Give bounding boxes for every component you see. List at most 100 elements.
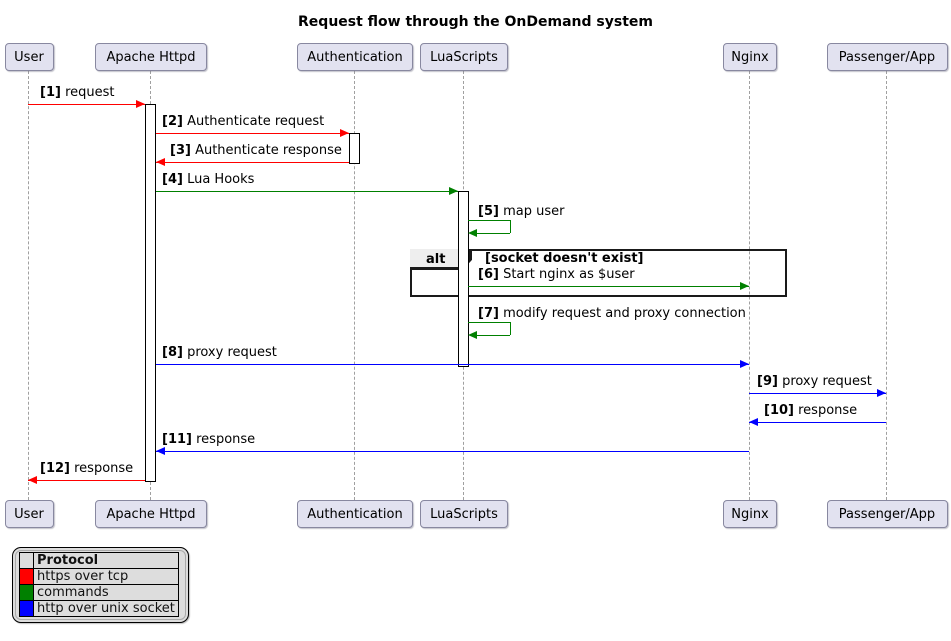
message-label: [12] response [40,461,133,476]
participant-passenger-app-bottom: Passenger/App [826,500,948,528]
message-line [156,133,349,134]
message-text: Authenticate response [190,143,342,158]
alt-fragment-box: alt[socket doesn't exist] [410,249,787,297]
alt-guard-label: [socket doesn't exist] [485,251,644,266]
message-line [156,162,349,163]
participant-authentication-bottom: Authentication [297,500,413,528]
participant-nginx-bottom: Nginx [723,500,777,528]
message-text: Authenticate request [182,114,325,129]
message-label: [4] Lua Hooks [162,172,254,187]
arrowhead [740,282,749,290]
message-number: [12] [40,461,70,476]
message-label: [7] modify request and proxy connection [478,306,746,321]
lifeline-user [28,71,29,500]
participant-nginx-top: Nginx [723,43,777,71]
message-label: [9] proxy request [757,374,872,389]
message-number: [3] [170,143,191,158]
message-label: [2] Authenticate request [162,114,324,129]
lua-activation [458,191,469,367]
arrowhead [136,100,145,108]
participant-luascripts-bottom: LuaScripts [420,500,508,528]
legend-header-label: Protocol [33,552,179,569]
legend-row-label: https over tcp [33,568,179,585]
legend-header-swatch-cell [19,552,34,569]
legend-header-row: Protocol [19,552,179,569]
message-text: proxy request [777,374,872,389]
self-message-bottom-line [476,335,510,336]
arrowhead [877,389,886,397]
arrowhead [156,447,165,455]
self-message-top-line [468,322,510,323]
participant-user-bottom: User [4,500,54,528]
message-text: modify request and proxy connection [498,306,746,321]
message-text: response [793,403,858,418]
arrowhead [449,187,458,195]
message-text: proxy request [182,345,277,360]
arrowhead [156,158,165,166]
participant-passenger-app-top: Passenger/App [826,43,948,71]
participant-user-top: User [4,43,54,71]
legend-color-swatch [19,568,34,585]
message-number: [7] [478,306,499,321]
alt-tab [410,249,469,267]
message-number: [4] [162,172,183,187]
message-line [28,104,145,105]
message-number: [1] [40,85,61,100]
message-label: [1] request [40,85,115,100]
arrowhead [28,476,37,484]
message-line [749,393,886,394]
participant-apache-httpd-bottom: Apache Httpd [95,500,207,528]
message-line [468,286,749,287]
legend-row: commands [19,584,179,601]
message-text: response [191,432,256,447]
message-line [156,451,749,452]
message-line [156,364,749,365]
arrowhead [749,418,758,426]
message-number: [10] [764,403,794,418]
message-line [749,422,886,423]
self-message-bottom-line [476,233,510,234]
message-number: [6] [478,267,499,282]
message-text: Start nginx as $user [498,267,635,282]
self-message-side-line [510,220,511,233]
participant-luascripts-top: LuaScripts [420,43,508,71]
self-message-side-line [510,322,511,335]
message-label: [5] map user [478,204,564,219]
diagram-title: Request flow through the OnDemand system [298,14,653,30]
participant-apache-httpd-top: Apache Httpd [95,43,207,71]
lifeline-authentication [354,71,355,500]
message-label: [11] response [162,432,255,447]
apache-activation [145,104,156,482]
legend-row-label: commands [33,584,179,601]
arrowhead [468,229,477,237]
legend-row: https over tcp [19,568,179,585]
message-label: [8] proxy request [162,345,277,360]
legend-color-swatch [19,600,34,617]
message-line [28,480,145,481]
message-text: response [69,461,134,476]
arrowhead [740,360,749,368]
message-label: [3] Authenticate response [170,143,342,158]
message-label: [6] Start nginx as $user [478,267,635,282]
message-number: [8] [162,345,183,360]
message-label: [10] response [764,403,857,418]
auth-activation [349,133,360,164]
message-number: [2] [162,114,183,129]
message-text: map user [498,204,565,219]
legend-row: http over unix socket [19,600,179,617]
legend-color-swatch [19,584,34,601]
participant-authentication-top: Authentication [297,43,413,71]
message-number: [5] [478,204,499,219]
message-line [156,191,458,192]
message-text: request [60,85,115,100]
arrowhead [340,129,349,137]
self-message-top-line [468,220,510,221]
message-number: [11] [162,432,192,447]
arrowhead [468,331,477,339]
legend-row-label: http over unix socket [33,600,179,617]
lifeline-passenger-app [886,71,887,500]
alt-tab-border [410,249,472,270]
